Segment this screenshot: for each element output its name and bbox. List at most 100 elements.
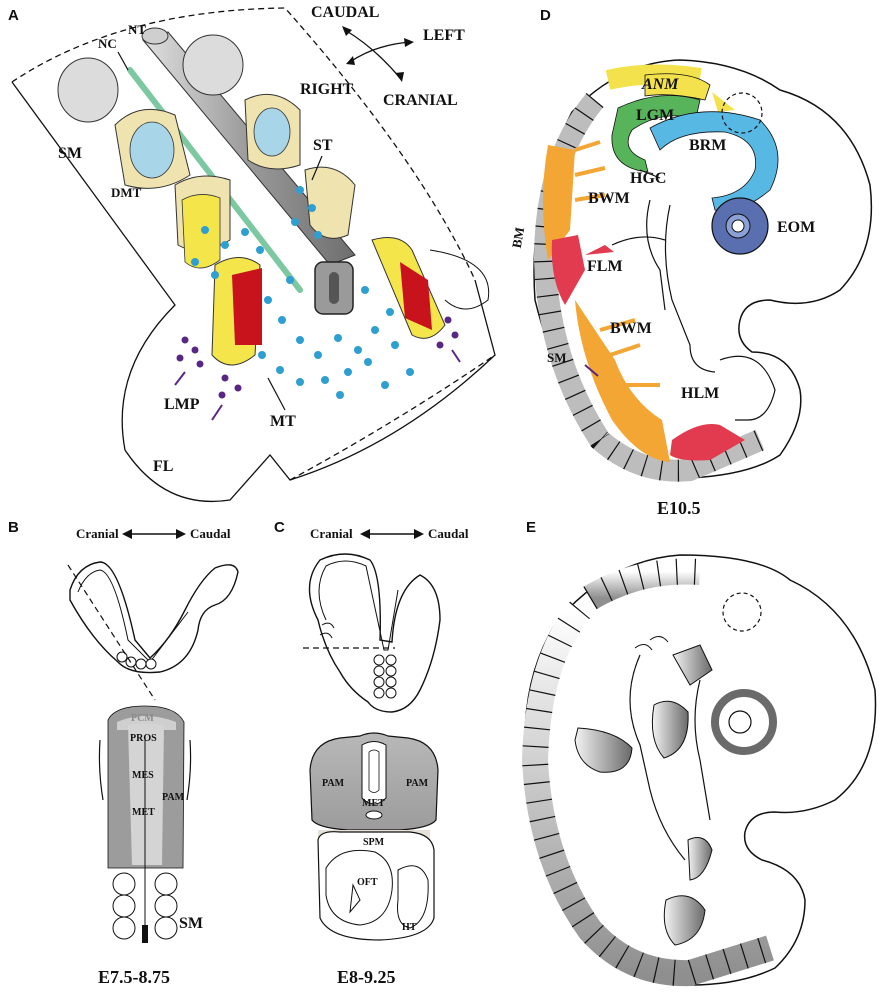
- label-sm-b: SM: [179, 915, 203, 932]
- label-met-b: MET: [132, 807, 155, 818]
- panel-b-letter: B: [8, 519, 19, 536]
- stage-b: E7.5-8.75: [98, 967, 170, 987]
- panel-a-bottom-dashed-edge: [289, 354, 496, 481]
- panel-a-dermomyotome: [181, 194, 446, 366]
- panel-b-tail-end: [142, 925, 148, 943]
- panel-c-somites-small: [373, 654, 397, 699]
- panel-e-hindlimb-bud: [663, 895, 706, 946]
- panel-b: B Cranial Caudal PCM PROS MES PAM MET SM: [8, 519, 239, 987]
- panel-b-right-fold: [186, 739, 192, 801]
- panel-d-anm: [644, 73, 711, 101]
- label-pros: PROS: [130, 733, 157, 744]
- panel-d: D ANM LGM BR: [509, 7, 873, 518]
- panel-e-eye-ring: [711, 689, 777, 755]
- panel-a-limb-contour: [429, 249, 490, 310]
- label-bm: BM: [509, 226, 527, 249]
- panel-e-somite-chain: [521, 558, 774, 987]
- label-left: LEFT: [423, 27, 465, 44]
- panel-a-letter: A: [8, 7, 19, 24]
- label-anm: ANM: [641, 76, 679, 93]
- panel-b-left-fold: [98, 739, 104, 801]
- panel-c-arches: [319, 622, 335, 639]
- panel-c-oft: [325, 849, 393, 926]
- panel-c-lumen: [368, 749, 380, 793]
- label-nc: NC: [98, 36, 117, 51]
- panel-b-embryo-outline: [69, 561, 239, 674]
- panel-c-ht: [397, 865, 429, 929]
- label-mt: MT: [270, 413, 296, 430]
- label-st: ST: [313, 137, 333, 154]
- label-cranial-c: Cranial: [310, 526, 353, 541]
- panel-e-mid-bud: [687, 837, 713, 881]
- panel-d-flm: [551, 235, 585, 305]
- label-spm: SPM: [363, 837, 385, 848]
- label-nt: NT: [128, 22, 146, 37]
- panel-a-tissue-outline: [11, 81, 496, 503]
- label-lmp: LMP: [164, 396, 200, 413]
- panel-d-sm-pointer: [584, 364, 599, 377]
- panel-e-arches: [634, 636, 669, 651]
- label-pcm: PCM: [131, 713, 154, 724]
- panel-a-compass: [342, 26, 414, 82]
- panel-c: C Cranial Caudal PAM PAM MET SPM OFT HT: [274, 519, 469, 987]
- panel-a-nc-pointer: [117, 51, 129, 71]
- label-brm: BRM: [689, 137, 726, 154]
- panel-e-forelimb-bud: [574, 727, 633, 773]
- panel-e-letter: E: [526, 519, 536, 536]
- label-dmt: DMT: [111, 185, 142, 200]
- label-eom: EOM: [777, 219, 815, 236]
- panel-d-bwm-arrows: [574, 140, 660, 387]
- label-met-c: MET: [362, 798, 385, 809]
- label-ht: HT: [402, 922, 417, 933]
- panel-d-bwm-upper: [543, 145, 575, 260]
- label-caudal: CAUDAL: [311, 4, 379, 21]
- label-right: RIGHT: [300, 81, 354, 98]
- label-hlm: HLM: [681, 385, 719, 402]
- label-cranial-b: Cranial: [76, 526, 119, 541]
- panel-a-somite-balls: [57, 34, 244, 123]
- label-pam-b: PAM: [162, 792, 185, 803]
- label-sm-d: SM: [547, 350, 567, 365]
- label-caudal-b: Caudal: [190, 526, 231, 541]
- panel-c-notochord: [365, 810, 383, 820]
- panel-e-inner-lines: [629, 654, 711, 861]
- label-bwm-top: BWM: [588, 190, 630, 207]
- panel-e-arch-bud: [672, 644, 713, 686]
- panel-a-tube-lumen: [329, 272, 339, 304]
- panel-a-st-pointer: [311, 155, 323, 181]
- label-pam-c-left: PAM: [322, 778, 345, 789]
- label-flm: FLM: [587, 258, 623, 275]
- panel-b-section-line: [67, 564, 156, 701]
- panel-b-neural-plate: [128, 723, 164, 865]
- panel-d-hgc-pointer: [639, 169, 661, 179]
- panel-d-brm: [649, 111, 779, 212]
- label-sm-a: SM: [58, 145, 82, 162]
- panel-e-otic-circle: [722, 592, 762, 632]
- panel-e: E: [521, 519, 877, 987]
- panel-a-mt-pointer: [267, 377, 286, 411]
- label-hgc: HGC: [630, 170, 666, 187]
- panel-a-neural-tube-end: [141, 27, 169, 45]
- label-pam-c-right: PAM: [406, 778, 429, 789]
- panel-a-top-dashed-edge: [11, 7, 476, 281]
- panel-b-somites: [112, 872, 178, 940]
- panel-d-inner-lines: [664, 204, 716, 373]
- panel-a-lmp-cells: [174, 316, 461, 421]
- panel-a-mesenchyme: [191, 186, 414, 399]
- label-mes: MES: [132, 770, 154, 781]
- panel-d-anm-arrow: [712, 92, 735, 112]
- panel-c-oft-lumen: [349, 883, 361, 914]
- panel-a: A: [8, 4, 496, 503]
- label-fl: FL: [153, 458, 173, 475]
- label-oft: OFT: [357, 877, 378, 888]
- label-lgm: LGM: [636, 107, 674, 124]
- panel-d-lgm: [611, 95, 701, 173]
- label-bwm-bottom: BWM: [610, 320, 652, 337]
- panel-d-letter: D: [540, 7, 551, 24]
- panel-d-hlm: [670, 424, 745, 461]
- label-cranial: CRANIAL: [383, 92, 458, 109]
- stage-c: E8-9.25: [337, 967, 396, 987]
- panel-b-somites-small: [116, 651, 157, 670]
- panel-e-eye-lens: [728, 710, 752, 734]
